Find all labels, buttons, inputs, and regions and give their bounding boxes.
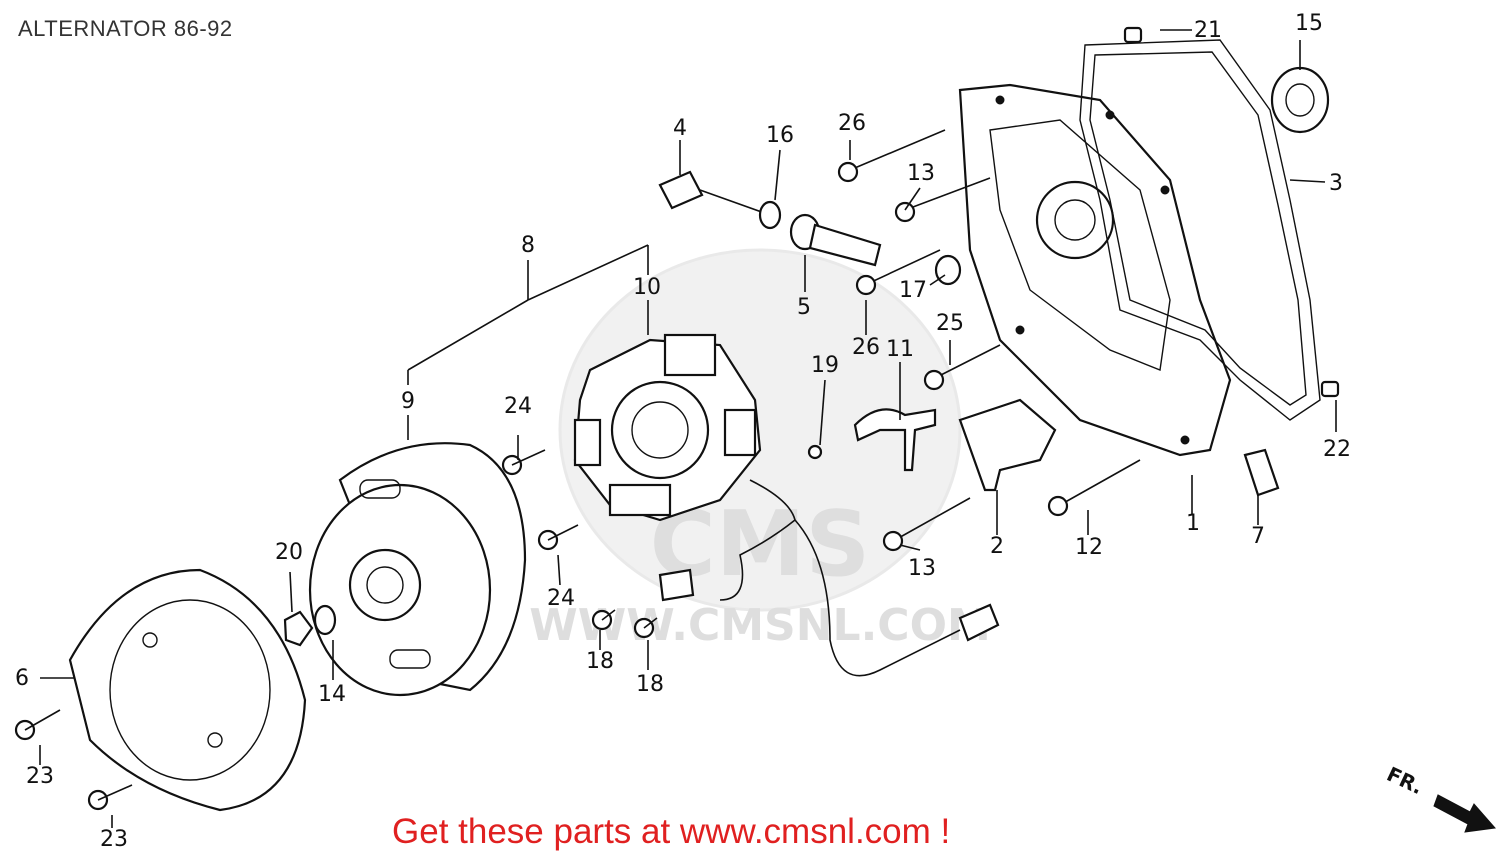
bolts: [837, 129, 1141, 552]
callout: 3: [1329, 171, 1343, 196]
wire-harness: [719, 479, 796, 601]
washer: [313, 604, 337, 636]
pulser-plug: [808, 223, 882, 267]
callout: 7: [1251, 524, 1265, 549]
cooling-fan: [68, 568, 307, 812]
front-direction-indicator: FR.: [1383, 762, 1496, 833]
callout: 14: [318, 682, 346, 707]
oil-seal: [934, 254, 962, 286]
callout: 22: [1323, 437, 1351, 462]
cap: [658, 170, 704, 210]
callout-labels: 1 2 3 4 5 6 7 8 9 10 11 12 13 13 14 15 1…: [15, 11, 1351, 852]
callout: 5: [797, 295, 811, 320]
callout: 13: [907, 161, 935, 186]
wire-clamp: [853, 408, 937, 472]
callout: 9: [401, 389, 415, 414]
clip: [1243, 448, 1280, 497]
callout: 20: [275, 540, 303, 565]
callout: 13: [908, 556, 936, 581]
callout: 23: [26, 764, 54, 789]
callout: 26: [852, 335, 880, 360]
callout: 8: [521, 233, 535, 258]
flywheel-rotor: [308, 442, 527, 697]
callout: 24: [547, 586, 575, 611]
flange-nut: [283, 610, 314, 647]
callout: 18: [636, 672, 664, 697]
footer-link-text[interactable]: Get these parts at www.cmsnl.com !: [392, 812, 951, 851]
callout: 23: [100, 827, 128, 852]
setting-plate: [958, 398, 1057, 492]
front-arrow-icon: [1433, 794, 1496, 833]
callout: 12: [1075, 535, 1103, 560]
callout: 16: [766, 123, 794, 148]
callout: 24: [504, 394, 532, 419]
bearing: [1270, 66, 1330, 134]
callout: 25: [936, 311, 964, 336]
callout: 2: [990, 534, 1004, 559]
o-ring: [758, 200, 782, 230]
callout: 17: [899, 278, 927, 303]
leader-lines: [39, 29, 1337, 828]
pulser-coil: [658, 568, 695, 602]
diagram-title: ALTERNATOR 86-92: [18, 16, 233, 41]
callout: 19: [811, 353, 839, 378]
stator: [573, 333, 762, 522]
screws: [501, 444, 823, 639]
callout: 18: [586, 649, 614, 674]
dowel-pin: [1123, 26, 1143, 44]
callout: 10: [633, 275, 661, 300]
callout: 6: [15, 666, 29, 691]
callout: 11: [886, 337, 914, 362]
connector: [958, 603, 1000, 642]
callout: 21: [1194, 18, 1222, 43]
front-label: FR.: [1383, 762, 1427, 799]
callout: 26: [838, 111, 866, 136]
crankcase-cover: [958, 83, 1232, 457]
callout: 15: [1295, 11, 1323, 36]
dowel-pin: [1320, 380, 1340, 398]
callout: 4: [673, 116, 687, 141]
callout: 1: [1186, 511, 1200, 536]
cover-gasket: [1079, 39, 1321, 421]
